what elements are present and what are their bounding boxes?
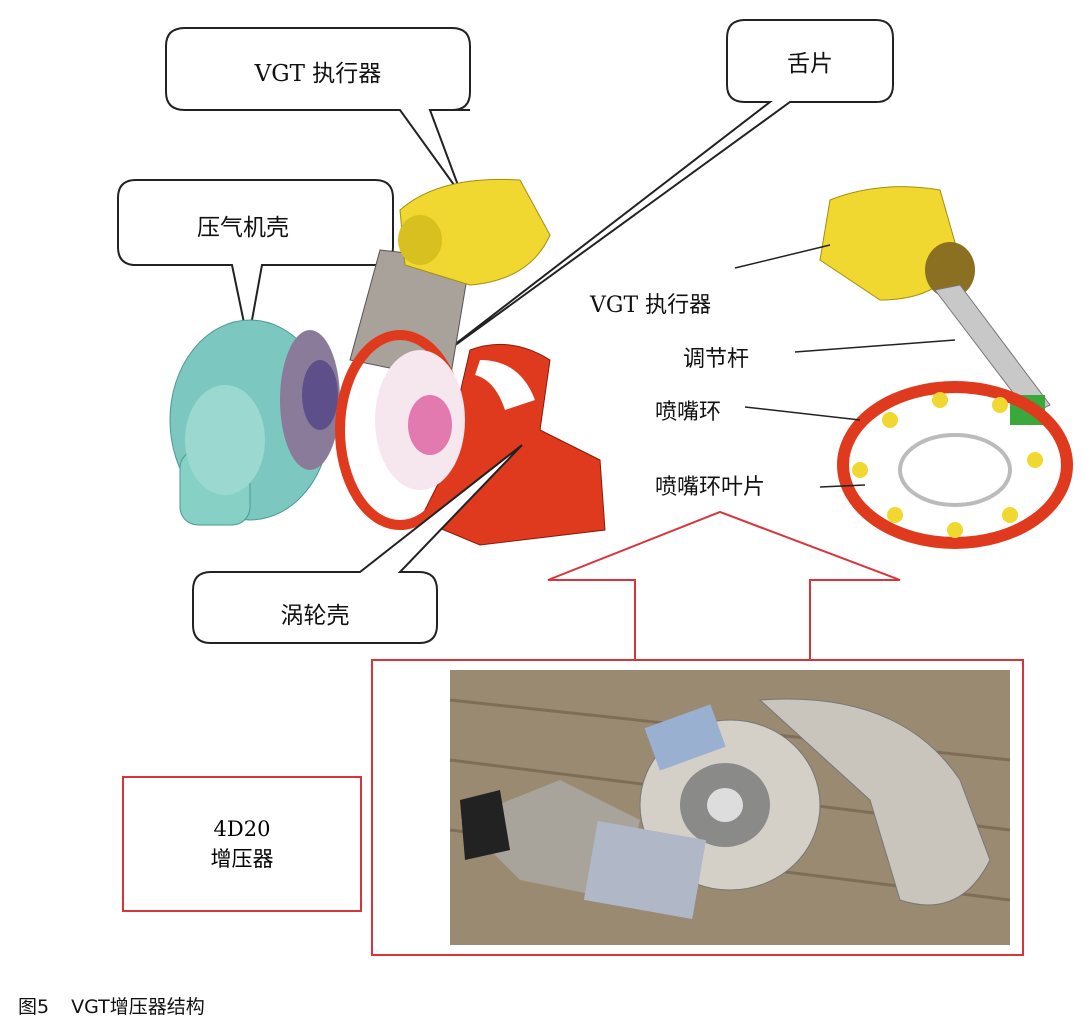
callout-vgt-actuator-label: VGT 执行器 bbox=[254, 61, 382, 87]
figure-number: 图5 bbox=[18, 996, 50, 1018]
callout-turbine-housing bbox=[192, 444, 523, 644]
leader-lines bbox=[734, 244, 956, 488]
model-name: 4D20 bbox=[213, 817, 271, 841]
figure-title: VGT增压器结构 bbox=[71, 996, 205, 1018]
compressor-housing-illustration bbox=[169, 319, 340, 526]
turbine-housing-illustration bbox=[335, 330, 606, 546]
callout-tongue bbox=[431, 19, 894, 363]
actuator-illustration-right bbox=[819, 186, 1051, 425]
callout-vgt-actuator bbox=[165, 27, 471, 197]
label-adjusting-rod: 调节杆 bbox=[683, 347, 750, 372]
figure-caption: 图5 VGT增压器结构 bbox=[18, 992, 227, 1019]
callout-compressor-housing-label: 压气机壳 bbox=[197, 215, 289, 241]
model-type: 增压器 bbox=[210, 847, 274, 871]
model-box: 4D20 增压器 bbox=[122, 776, 362, 912]
callout-arrow-frame bbox=[547, 510, 901, 660]
label-nozzle-ring: 喷嘴环 bbox=[655, 400, 722, 425]
turbocharger-photo bbox=[449, 670, 1011, 945]
callout-turbine-housing-label: 涡轮壳 bbox=[280, 603, 350, 629]
label-vgt-actuator: VGT 执行器 bbox=[590, 293, 712, 318]
label-nozzle-ring-vanes: 喷嘴环叶片 bbox=[655, 475, 766, 500]
callout-tongue-label: 舌片 bbox=[787, 51, 833, 77]
nozzle-ring-illustration bbox=[837, 381, 1073, 549]
actuator-illustration-left bbox=[349, 178, 551, 381]
callout-compressor-housing bbox=[117, 179, 394, 343]
